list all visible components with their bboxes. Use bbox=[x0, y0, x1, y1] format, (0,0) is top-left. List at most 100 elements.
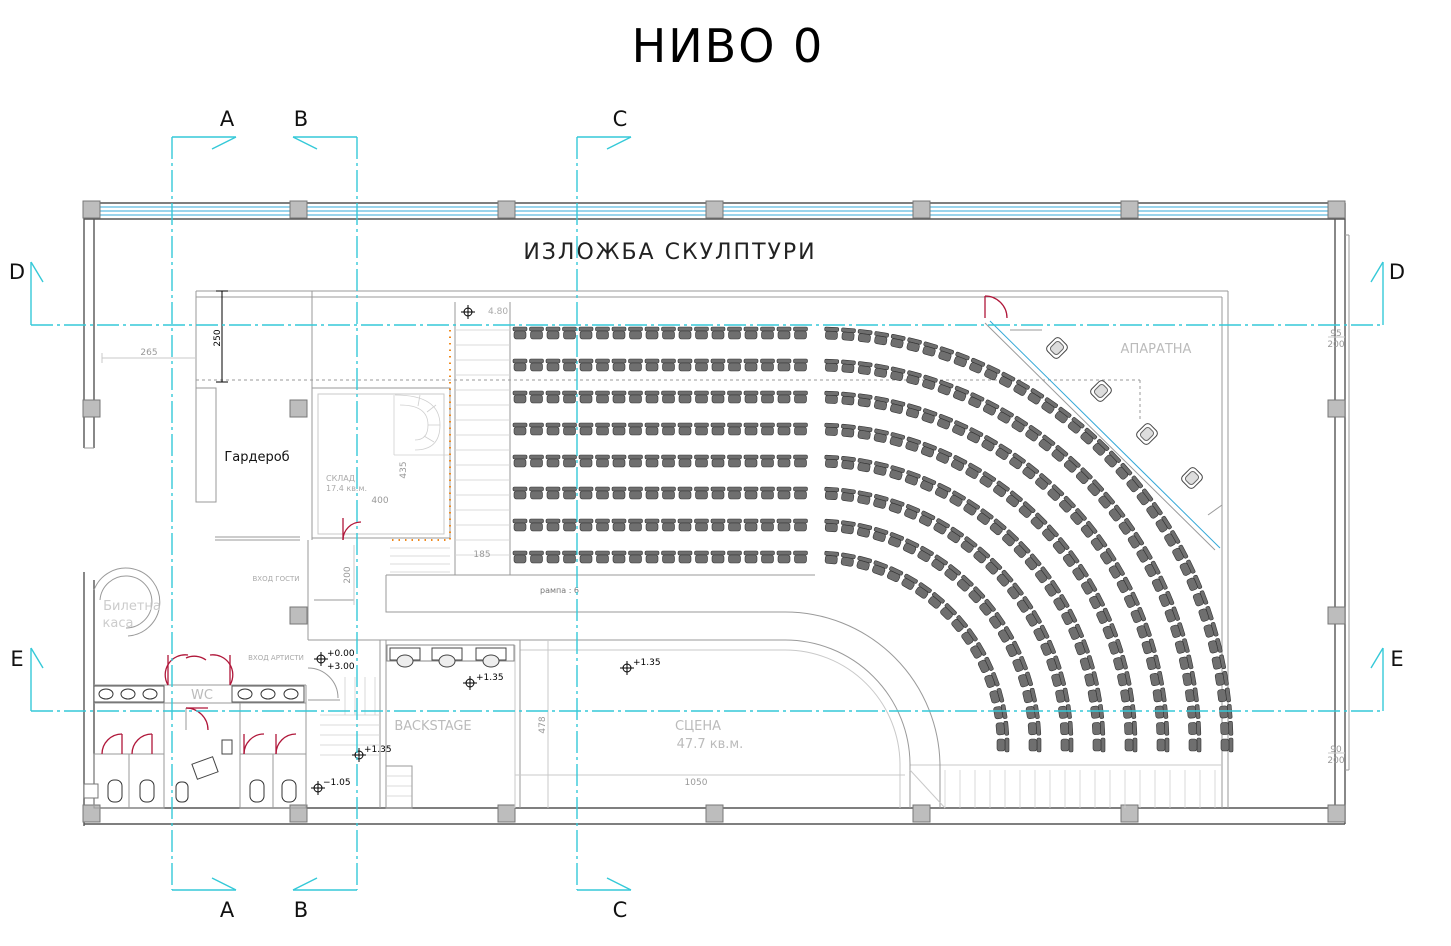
ticket-office-label-1: Билетна bbox=[103, 599, 161, 614]
seat bbox=[1208, 638, 1223, 654]
seat bbox=[529, 454, 544, 468]
seat bbox=[562, 550, 577, 564]
seat bbox=[1141, 638, 1157, 655]
seat bbox=[644, 518, 660, 532]
seat bbox=[628, 486, 643, 500]
seat bbox=[562, 326, 577, 340]
seat bbox=[1022, 687, 1037, 704]
seat bbox=[776, 550, 792, 564]
seat bbox=[1068, 623, 1084, 640]
dim-400: 400 bbox=[371, 496, 388, 506]
seat bbox=[1179, 559, 1196, 576]
seat bbox=[1219, 704, 1233, 719]
seat bbox=[595, 358, 610, 372]
doors-left-zone bbox=[101, 654, 297, 755]
seat bbox=[727, 550, 742, 564]
seat bbox=[661, 550, 676, 564]
seat bbox=[578, 422, 594, 436]
seat bbox=[562, 454, 577, 468]
seat bbox=[578, 390, 594, 404]
seat bbox=[873, 494, 889, 509]
seat bbox=[628, 550, 643, 564]
seat bbox=[915, 582, 932, 599]
seat bbox=[1041, 397, 1058, 414]
seat bbox=[661, 422, 676, 436]
seat bbox=[1156, 720, 1170, 736]
seat bbox=[1164, 530, 1181, 547]
seat bbox=[793, 326, 808, 340]
seat bbox=[824, 518, 840, 533]
seat bbox=[824, 390, 840, 404]
seat bbox=[1203, 622, 1219, 638]
seat bbox=[993, 480, 1010, 498]
seat bbox=[1116, 576, 1133, 594]
seat bbox=[1072, 563, 1089, 581]
seat bbox=[1081, 578, 1098, 595]
seat bbox=[920, 476, 937, 492]
section-d-right: D bbox=[1389, 260, 1405, 284]
seat bbox=[872, 560, 888, 576]
seat bbox=[677, 390, 693, 404]
seat bbox=[824, 486, 840, 501]
seat bbox=[578, 518, 594, 532]
seat bbox=[956, 574, 974, 592]
seat bbox=[931, 554, 948, 571]
seat bbox=[947, 526, 964, 544]
seat bbox=[1151, 575, 1168, 592]
seat bbox=[933, 518, 950, 535]
seat bbox=[760, 422, 775, 436]
seat bbox=[979, 471, 997, 488]
seat bbox=[694, 550, 709, 564]
seat bbox=[856, 523, 873, 538]
seat bbox=[578, 486, 594, 500]
seat bbox=[1108, 638, 1124, 655]
room-projection-label: АПАРАТНА bbox=[1121, 342, 1192, 357]
seat bbox=[824, 550, 840, 565]
seat bbox=[952, 420, 969, 436]
seat bbox=[694, 358, 709, 372]
seat bbox=[1054, 406, 1072, 424]
seat bbox=[937, 380, 954, 396]
seat bbox=[727, 390, 742, 404]
seat bbox=[1063, 456, 1081, 473]
seat bbox=[677, 518, 693, 532]
seat bbox=[1136, 622, 1152, 639]
seat bbox=[1035, 473, 1052, 490]
room-backstage-label: BACKSTAGE bbox=[394, 719, 471, 734]
dimension-lines bbox=[101, 290, 1345, 754]
seat bbox=[1188, 720, 1202, 736]
seat bbox=[1053, 594, 1070, 611]
seat bbox=[743, 454, 759, 468]
level-135-backstage: +1.35 bbox=[476, 673, 504, 683]
seat bbox=[512, 518, 528, 532]
seat bbox=[1051, 671, 1066, 687]
seat bbox=[995, 443, 1012, 460]
ramp-label: рампа : 6 bbox=[540, 586, 579, 595]
seat bbox=[611, 486, 627, 500]
seat bbox=[1096, 607, 1112, 624]
seat bbox=[760, 486, 775, 500]
seat bbox=[1051, 445, 1069, 462]
seat bbox=[727, 358, 742, 372]
storage-block bbox=[195, 291, 451, 541]
seat bbox=[886, 566, 904, 583]
seat bbox=[760, 390, 775, 404]
seat bbox=[727, 518, 742, 532]
seat bbox=[1113, 654, 1128, 671]
seat bbox=[710, 454, 726, 468]
seat bbox=[966, 427, 984, 444]
main-stair bbox=[390, 302, 511, 575]
seat bbox=[1118, 518, 1135, 535]
seat bbox=[1211, 654, 1226, 670]
seat bbox=[710, 550, 726, 564]
seat bbox=[743, 550, 759, 564]
seat bbox=[1136, 546, 1153, 563]
seat bbox=[545, 486, 561, 500]
seat bbox=[963, 499, 980, 516]
seat bbox=[1079, 655, 1095, 671]
seat bbox=[951, 615, 968, 632]
seat bbox=[840, 520, 856, 535]
seat bbox=[644, 454, 660, 468]
seat bbox=[1186, 574, 1203, 591]
seat bbox=[743, 422, 759, 436]
